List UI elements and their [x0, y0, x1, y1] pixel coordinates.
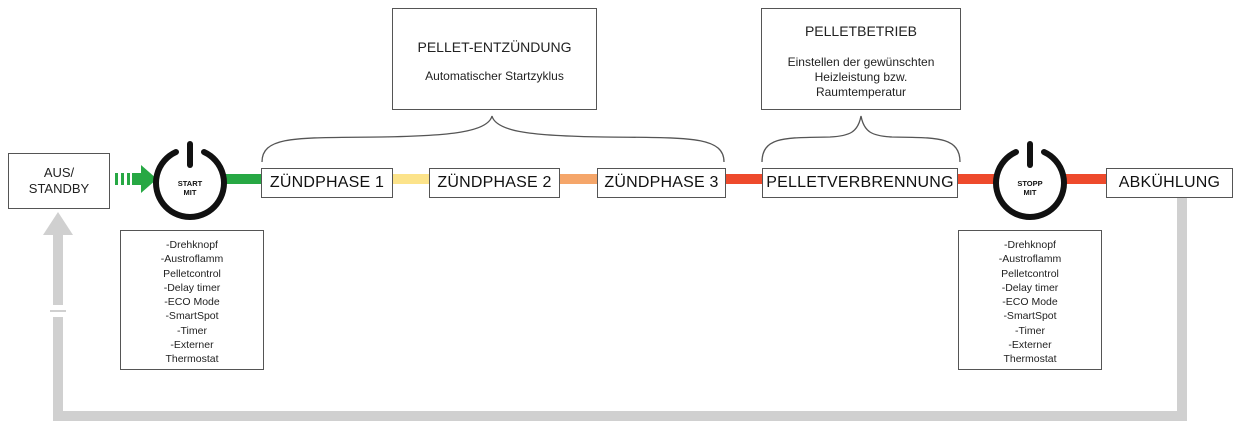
green-arrow-head	[141, 165, 157, 193]
return-loop-arrow	[53, 196, 1187, 421]
connector-red-1	[726, 174, 762, 184]
phase-zuendphase-1: ZÜNDPHASE 1	[261, 168, 393, 198]
stop-trigger-item: -Timer	[1015, 324, 1045, 337]
start-trigger-item: -Austroflamm	[160, 253, 224, 266]
start-label-line1: START	[177, 179, 203, 188]
start-trigger-item: -ECO Mode	[164, 296, 220, 309]
connector-red-3	[1060, 174, 1107, 184]
stop-trigger-item: -Austroflamm	[998, 253, 1062, 266]
callout-operation-desc-line1: Einstellen der gewünschten	[787, 55, 935, 69]
green-dash-3	[127, 173, 130, 185]
start-trigger-item: Pelletcontrol	[163, 267, 221, 280]
stop-trigger-item: -Delay timer	[1001, 281, 1059, 294]
stop-label-line2: MIT	[1023, 188, 1037, 197]
stop-label: STOPP MIT	[1010, 179, 1050, 197]
green-arrow-shaft	[132, 173, 142, 185]
start-power-icon	[153, 141, 227, 220]
standby-box: AUS/ STANDBY	[8, 153, 110, 209]
return-arrow-head	[43, 212, 73, 235]
stop-trigger-item: -Drehknopf	[1004, 239, 1056, 251]
callout-operation-desc-line2: Heizleistung bzw.	[814, 70, 908, 84]
phase-zuendphase-3: ZÜNDPHASE 3	[597, 168, 726, 198]
stop-power-icon	[993, 141, 1067, 220]
start-trigger-item: -SmartSpot	[165, 310, 219, 323]
phase-zuendphase-2: ZÜNDPHASE 2	[429, 168, 560, 198]
start-trigger-item: -Externer	[170, 339, 214, 352]
connector-yellow	[393, 174, 429, 184]
start-label-line2: MIT	[183, 188, 197, 197]
start-trigger-item: -Delay timer	[163, 281, 221, 294]
callout-ignition-desc: Automatischer Startzyklus	[425, 69, 564, 83]
stop-label-line1: STOPP	[1017, 179, 1043, 188]
stop-trigger-list: -Drehknopf -Austroflamm Pelletcontrol -D…	[958, 230, 1102, 370]
callout-ignition: PELLET-ENTZÜNDUNG Automatischer Startzyk…	[392, 8, 597, 110]
callout-ignition-title: PELLET-ENTZÜNDUNG	[417, 39, 572, 55]
connector-red-2	[958, 174, 1000, 184]
standby-line1: AUS/	[43, 165, 75, 180]
start-trigger-item: -Timer	[177, 324, 207, 337]
connector-orange	[560, 174, 597, 184]
start-trigger-list: -Drehknopf -Austroflamm Pelletcontrol -D…	[120, 230, 264, 370]
green-dash-2	[121, 173, 124, 185]
stop-trigger-item: Pelletcontrol	[1001, 267, 1059, 280]
callout-operation-desc-line3: Raumtemperatur	[815, 85, 907, 99]
phase-abkuehlung: ABKÜHLUNG	[1106, 168, 1233, 198]
callout-operation-title: PELLETBETRIEB	[804, 23, 918, 39]
green-dash-1	[115, 173, 118, 185]
start-trigger-item: -Drehknopf	[166, 239, 218, 251]
callout-operation: PELLETBETRIEB Einstellen der gewünschten…	[761, 8, 961, 110]
ignition-brace	[261, 115, 725, 163]
stop-trigger-item: -Externer	[1008, 339, 1052, 352]
start-label: START MIT	[170, 179, 210, 197]
start-trigger-item: Thermostat	[165, 353, 219, 366]
callout-operation-desc: Einstellen der gewünschten Heizleistung …	[788, 55, 935, 100]
standby-line2: STANDBY	[28, 181, 90, 196]
stop-trigger-item: -SmartSpot	[1003, 310, 1057, 323]
connector-green	[224, 174, 262, 184]
operation-brace	[761, 115, 961, 163]
stop-trigger-item: -ECO Mode	[1002, 296, 1058, 309]
phase-pelletverbrennung: PELLETVERBRENNUNG	[762, 168, 958, 198]
stop-trigger-item: Thermostat	[1003, 353, 1057, 366]
